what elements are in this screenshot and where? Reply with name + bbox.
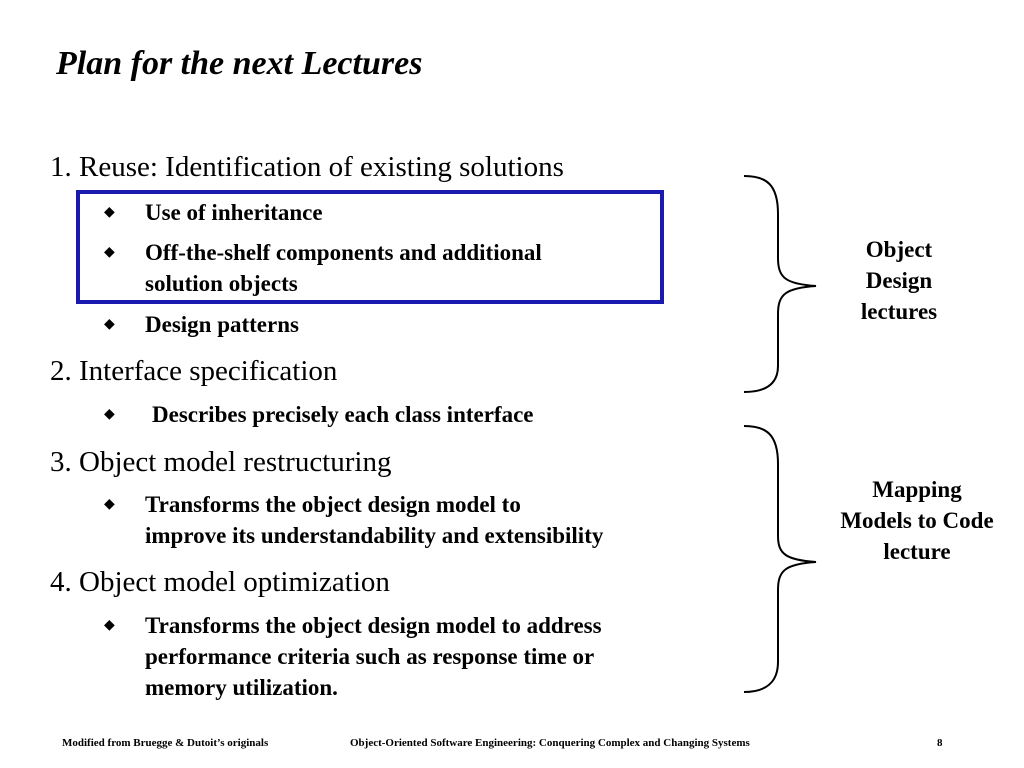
diamond-bullet-icon: ◆ (104, 497, 115, 512)
page-number: 8 (937, 737, 943, 749)
footer-left: Modified from Bruegge & Dutoit’s origina… (62, 737, 269, 749)
slide-title: Plan for the next Lectures (56, 45, 423, 82)
bullet-text: Use of inheritance (145, 200, 323, 225)
right-brace-lower (743, 425, 817, 693)
label-line: Object (865, 237, 933, 262)
bullet-text: Off-the-shelf components and additional (145, 240, 542, 265)
right-brace-upper (743, 175, 817, 393)
bullet-text: Describes precisely each class interface (152, 402, 534, 427)
bullet-text: Transforms the object design model to (145, 492, 521, 517)
section-heading-3: 3. Object model restructuring (50, 446, 392, 478)
bullet-text: Design patterns (145, 312, 299, 337)
label-line: lectures (860, 299, 938, 324)
diamond-bullet-icon: ◆ (104, 245, 115, 260)
diamond-bullet-icon: ◆ (104, 317, 115, 332)
highlight-box (76, 190, 664, 304)
mapping-models-label: Mapping Models to Code lecture (822, 474, 1012, 567)
label-line: Mapping (872, 477, 962, 502)
object-design-lectures-label: Object Design lectures (836, 234, 962, 327)
bullet-text: performance criteria such as response ti… (145, 644, 595, 669)
bullet-text: improve its understandability and extens… (145, 523, 604, 548)
diamond-bullet-icon: ◆ (104, 205, 115, 220)
label-line: Design (865, 268, 933, 293)
footer-center: Object-Oriented Software Engineering: Co… (350, 737, 750, 749)
bullet-text: memory utilization. (145, 675, 338, 700)
bullet-text: solution objects (145, 271, 298, 296)
diamond-bullet-icon: ◆ (104, 618, 115, 633)
brace-graphic (743, 175, 817, 693)
bullet-text: Transforms the object design model to ad… (145, 613, 602, 638)
section-heading-2: 2. Interface specification (50, 355, 338, 387)
diamond-bullet-icon: ◆ (104, 407, 115, 422)
label-line: lecture (883, 539, 951, 564)
section-heading-4: 4. Object model optimization (50, 566, 390, 598)
section-heading-1: 1. Reuse: Identification of existing sol… (50, 151, 564, 183)
label-line: Models to Code (840, 508, 994, 533)
